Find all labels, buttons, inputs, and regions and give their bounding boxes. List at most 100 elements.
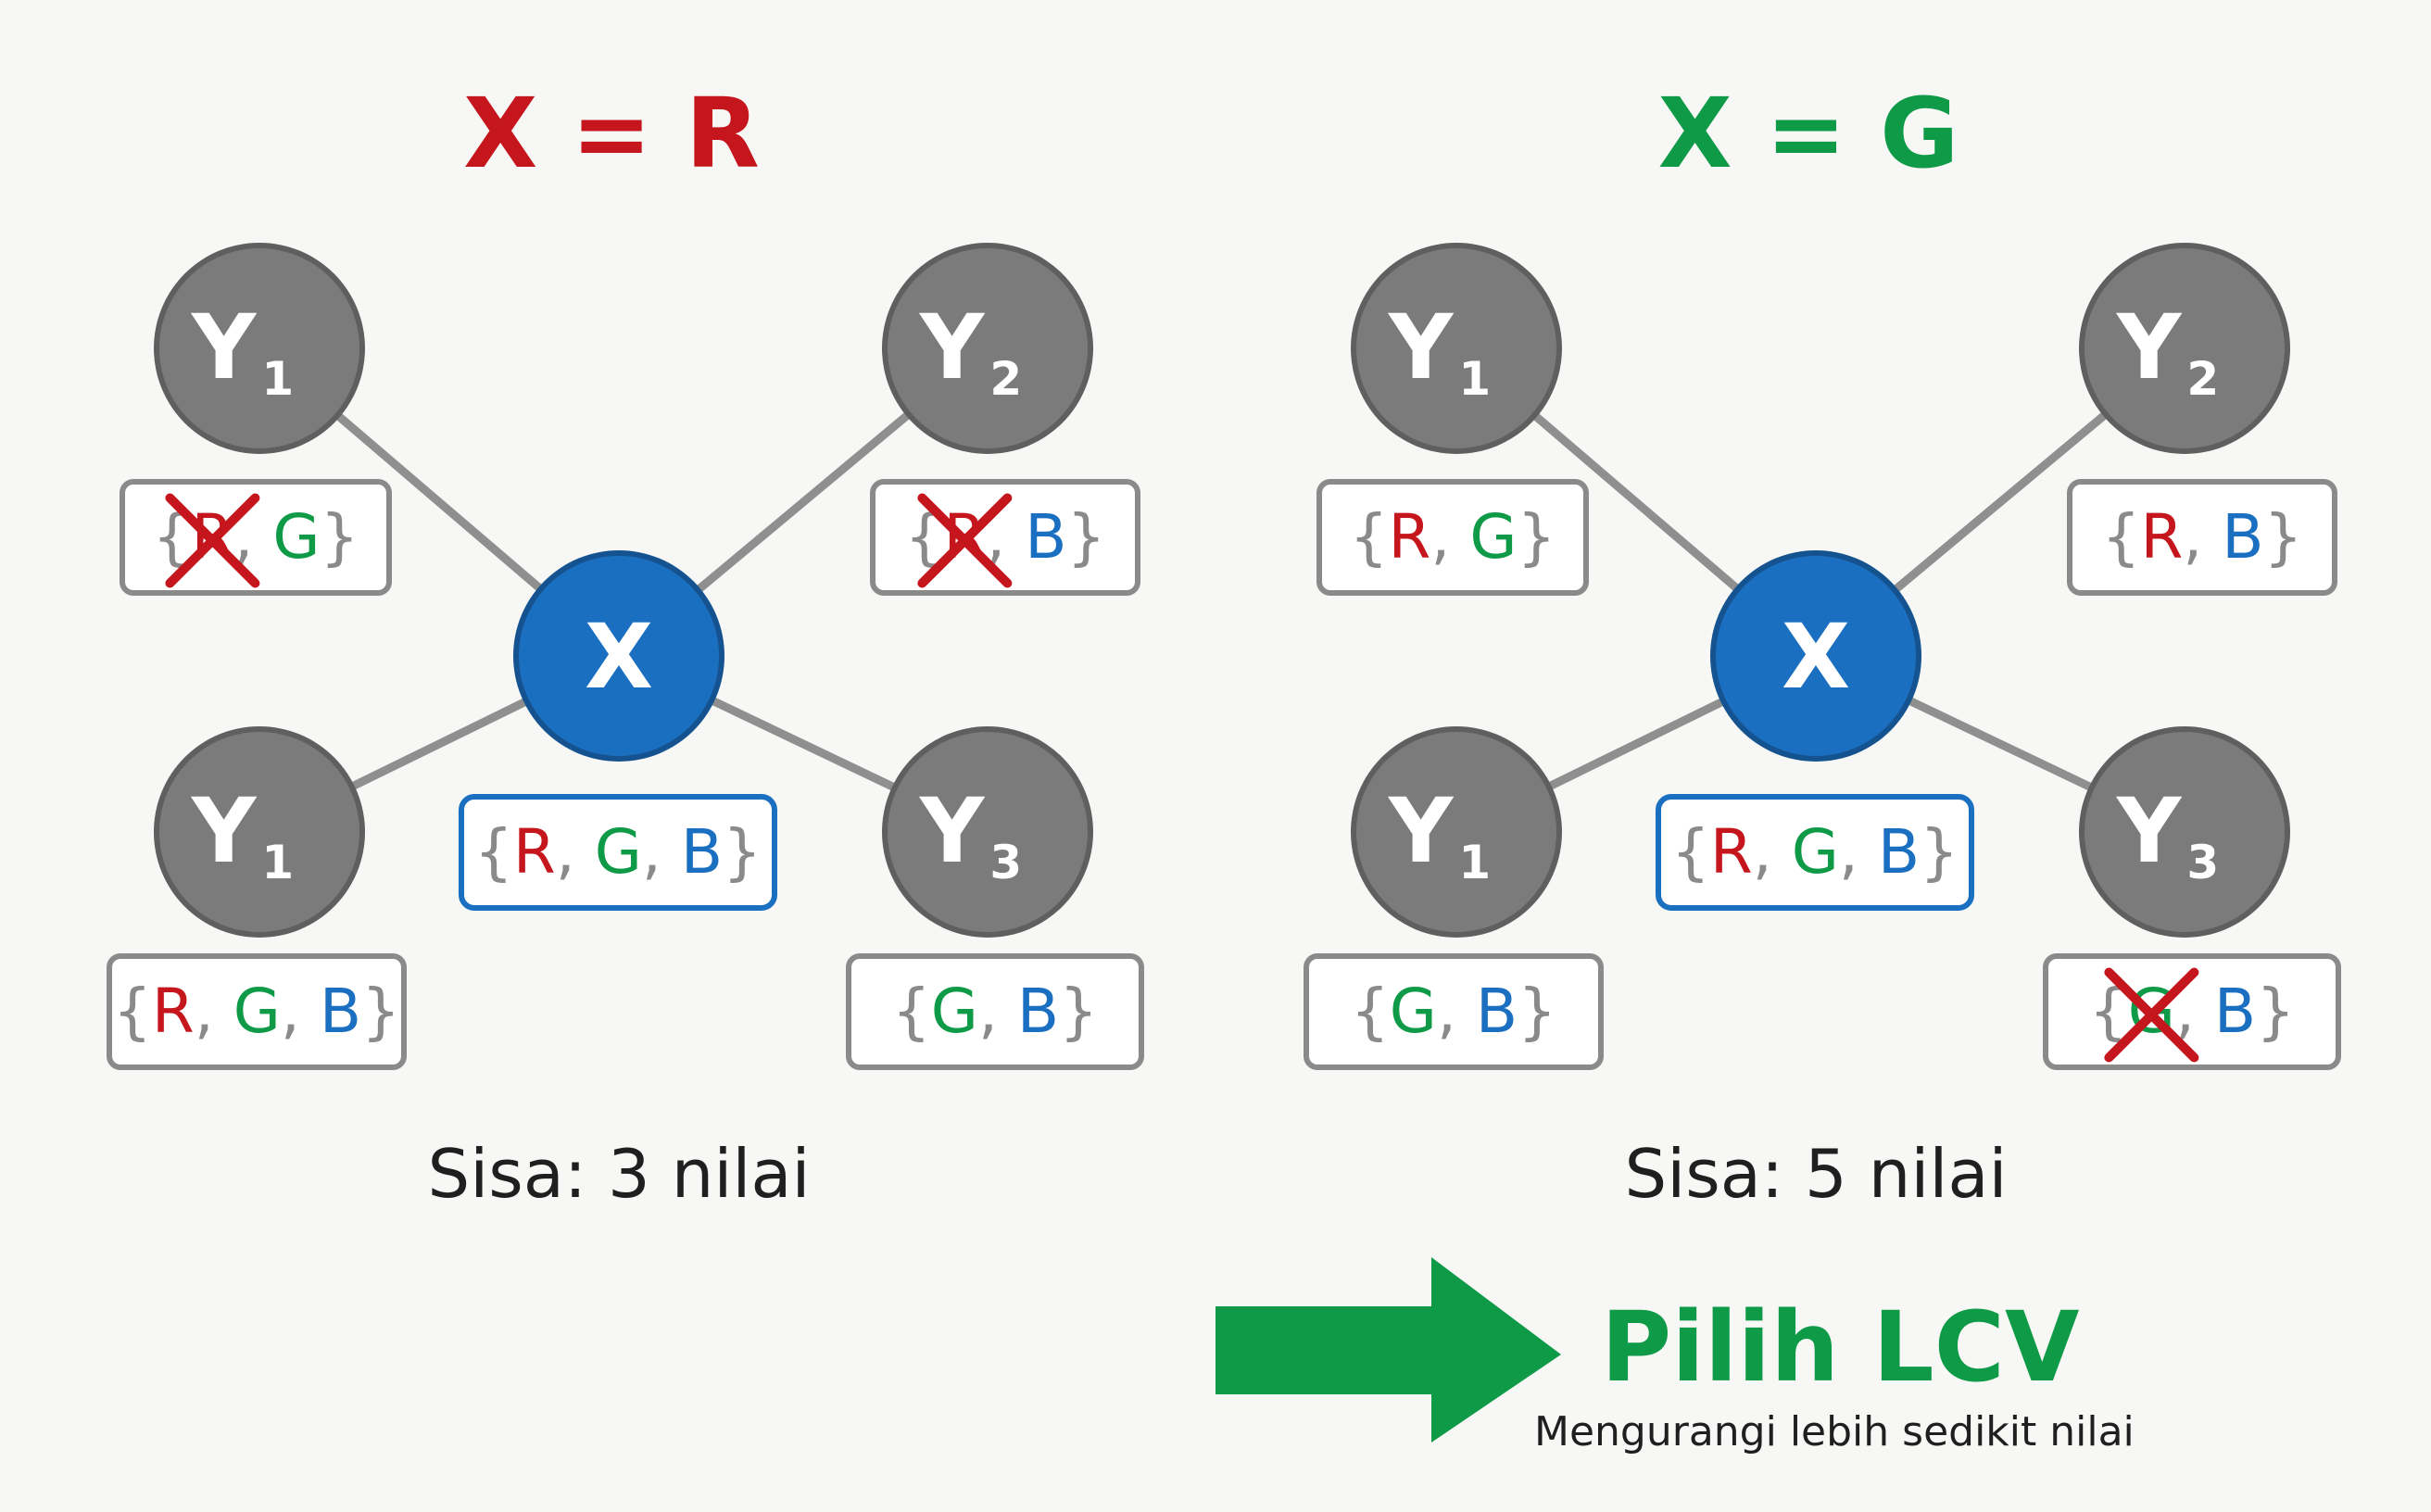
panel-x-equals-g: X = GY1{R, G}Y2{R, B}Y1{G, B}Y3{G, B}X{R… (1304, 77, 2341, 1213)
panel-title: X = R (463, 77, 760, 190)
node-label-subscript: 1 (1458, 352, 1491, 406)
comma: , (1753, 816, 1792, 888)
domain-value-b: B (2214, 976, 2256, 1047)
domain-values: {R, G, B} (474, 816, 762, 888)
conclusion-heading: Pilih LCV (1601, 1291, 2080, 1404)
domain-values: {R, G} (1350, 501, 1556, 573)
node-circle (159, 248, 359, 448)
domain-values: {R, G, B} (113, 976, 400, 1047)
brace-open: { (474, 816, 513, 888)
node-label-main: Y (2116, 779, 2183, 883)
comma: , (195, 976, 233, 1047)
domain-value-b: B (1017, 976, 1059, 1047)
domain-value-b: B (1878, 816, 1920, 888)
brace-close: } (320, 501, 359, 573)
node-label-main: Y (1388, 296, 1455, 399)
node-x: X{R, G, B} (1656, 550, 1974, 911)
comma: , (978, 976, 1017, 1047)
domain-values: {G, B} (1351, 976, 1556, 1047)
brace-close: } (1518, 976, 1556, 1047)
domain-value-r: R (2140, 501, 2183, 573)
node-label-subscript: 1 (261, 352, 294, 406)
node-label-main: Y (919, 296, 986, 399)
domain-value-r: R (1710, 816, 1753, 888)
node-x: X{R, G, B} (459, 550, 777, 911)
brace-close: } (723, 816, 762, 888)
domain-value-g: G (1792, 816, 1839, 888)
domain-value-r: R (152, 976, 195, 1047)
domain-box (107, 953, 407, 1070)
domain-value-b: B (320, 976, 361, 1047)
node-label-main: Y (1388, 779, 1455, 883)
domain-value-b: B (1025, 501, 1066, 573)
brace-close: } (1517, 501, 1556, 573)
cross-out-icon (165, 493, 260, 588)
comma: , (2183, 501, 2222, 573)
domain-value-g: G (1469, 501, 1517, 573)
node-circle (519, 556, 719, 756)
brace-close: } (1920, 816, 1959, 888)
domain-value-r: R (1389, 501, 1431, 573)
node-label-subscript: 3 (2186, 836, 2219, 889)
domain-value-g: G (272, 501, 320, 573)
comma: , (642, 816, 681, 888)
node-label-main: Y (191, 779, 258, 883)
domain-box-x (459, 794, 777, 911)
comma: , (1430, 501, 1469, 573)
brace-open: { (2101, 501, 2140, 573)
conclusion: Pilih LCV Mengurangi lebih sedikit nilai (1216, 1257, 2135, 1455)
node-circle (888, 732, 1088, 932)
domain-box (1316, 479, 1589, 596)
node-label: X (1782, 605, 1850, 709)
brace-open: { (892, 976, 931, 1047)
brace-open: { (1350, 501, 1389, 573)
node-circle (1716, 556, 1916, 756)
brace-close: } (1067, 501, 1106, 573)
brace-open: { (113, 976, 152, 1047)
node-y3: Y3{G, B} (2043, 726, 2341, 1070)
panel-title: X = G (1657, 77, 1959, 190)
remaining-count: Sisa: 3 nilai (428, 1135, 811, 1213)
domain-value-g: G (233, 976, 281, 1047)
comma: , (281, 976, 320, 1047)
node-y2: Y2{R, B} (870, 243, 1140, 596)
node-circle (2085, 248, 2285, 448)
cross-out-icon (2104, 967, 2199, 1063)
node-label-main: Y (191, 296, 258, 399)
node-label-main: Y (919, 779, 986, 883)
cross-out-icon (917, 493, 1013, 588)
domain-value-g: G (1390, 976, 1437, 1047)
node-circle (2085, 732, 2285, 932)
node-label-subscript: 1 (261, 836, 294, 889)
node-circle (888, 248, 1088, 448)
brace-close: } (2264, 501, 2303, 573)
domain-box-x (1656, 794, 1974, 911)
node-label-subscript: 2 (989, 352, 1022, 406)
domain-values: {R, G} (153, 501, 359, 573)
domain-box (1304, 953, 1604, 1070)
domain-values: {R, B} (2101, 501, 2302, 573)
domain-box (846, 953, 1144, 1070)
domain-box (2067, 479, 2337, 596)
node-label-subscript: 1 (1458, 836, 1491, 889)
remaining-count: Sisa: 5 nilai (1625, 1135, 2008, 1213)
node-circle (1356, 248, 1556, 448)
comma: , (1437, 976, 1476, 1047)
domain-value-g: G (931, 976, 978, 1047)
domain-values: {G, B} (892, 976, 1098, 1047)
node-y1: Y1 {R, G} (120, 243, 392, 596)
brace-open: { (1671, 816, 1710, 888)
node-circle (1356, 732, 1556, 932)
